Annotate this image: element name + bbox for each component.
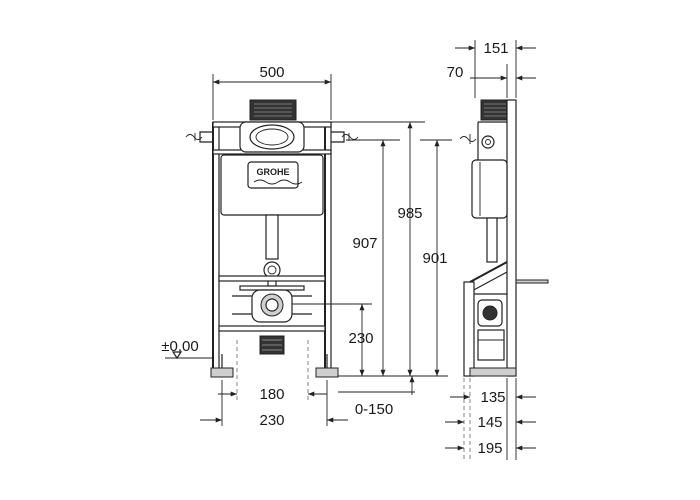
right-wall-bracket [331,131,359,143]
frame-mid-bar [218,275,326,282]
dim-151: 151 [455,40,536,98]
dim-180: 180 [218,340,327,403]
dim-230-width: 230 [200,380,348,429]
dim-907-label: 907 [352,235,377,252]
dim-985: 985 [397,122,423,376]
dim-135-label: 135 [480,389,505,406]
dim-985-label: 985 [397,205,422,222]
front-view: GROHE [161,64,452,429]
dim-151-label: 151 [483,40,508,57]
side-actuator [481,135,495,149]
dim-500-label: 500 [259,64,284,81]
dim-195: 195 [445,440,536,457]
waste-bend [259,335,285,355]
grohe-logo: GROHE [256,167,289,177]
dim-230-height: 230 [348,304,374,376]
frame-lower-bar [218,325,326,332]
frame-feet [210,354,339,378]
side-cistern [471,159,508,219]
floor-level-marker: ±0,00 [161,338,212,360]
dim-901-label: 901 [422,250,447,267]
flush-plate [249,99,297,121]
dim-230-width-label: 230 [259,412,284,429]
dim-145: 145 [445,414,536,431]
dim-adjust: 0-150 [338,376,415,418]
outlet-connection [232,289,312,323]
side-support-arm [515,279,549,284]
frame-right-rail [324,122,332,376]
side-frame-post [506,99,517,377]
dim-500: 500 [212,64,332,120]
side-lower-frame [463,261,517,377]
dim-70-label: 70 [447,64,464,81]
dim-70: 70 [447,64,536,98]
side-view: 151 70 135 145 195 [445,40,549,460]
floor-level-label: ±0,00 [161,338,198,355]
dim-907: 907 [352,140,386,376]
flush-pipe [263,214,281,287]
dim-adjust-label: 0-150 [355,401,393,418]
dim-230-height-label: 230 [348,330,373,347]
dim-195-label: 195 [477,440,502,457]
dim-145-label: 145 [477,414,502,431]
dim-901: 901 [422,140,448,376]
side-flush-plate [480,99,510,121]
flush-valve-housing [239,121,305,153]
dim-135: 135 [450,389,536,406]
left-wall-bracket [185,131,213,143]
flush-plate-stripes [254,103,292,117]
frame-left-rail [212,122,220,376]
dim-180-label: 180 [259,386,284,403]
